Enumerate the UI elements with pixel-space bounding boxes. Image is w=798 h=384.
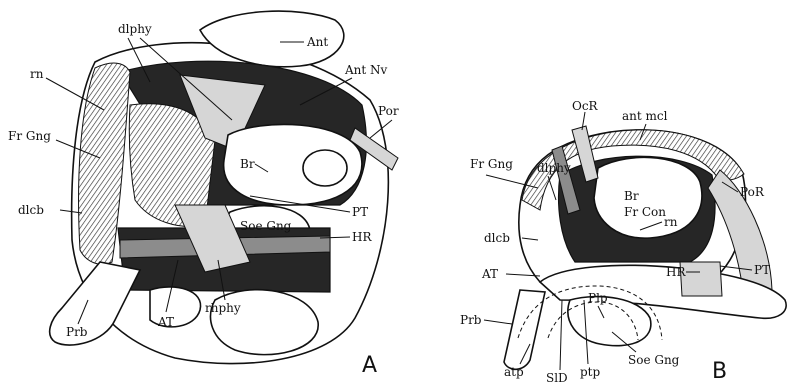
label-dlphy-a: dlphy [118, 22, 152, 36]
label-at-a: AT [157, 315, 174, 329]
label-dlcb-a: dlcb [18, 203, 44, 217]
label-ant-nv: Ant Nv [344, 63, 388, 77]
label-at-b: AT [481, 267, 498, 281]
label-por-a: Por [378, 104, 399, 118]
panel-a-drawing: Ant dlphy rn Ant Nv Por Fr Gng Br PT Soe… [8, 11, 399, 378]
label-prb-a: Prb [66, 325, 88, 339]
panel-b-drawing: OcR ant mcl dlphy Fr Gng Br Fr Con PoR r… [460, 99, 786, 384]
panel-b-brain [594, 157, 702, 238]
label-frgng-a: Fr Gng [8, 129, 51, 143]
label-br-a: Br [240, 157, 255, 171]
label-soe-gng-a: Soe Gng [240, 219, 292, 233]
label-rn-b: rn [664, 215, 678, 229]
label-prb-b: Prb [460, 313, 482, 327]
label-dlcb-b: dlcb [484, 231, 510, 245]
panel-letter-a: A [362, 353, 377, 378]
label-ant-a: Ant [306, 35, 328, 49]
label-plp: Plp [588, 291, 608, 305]
label-rhphy: rhphy [205, 301, 241, 315]
label-frgng-b: Fr Gng [470, 157, 513, 171]
panel-b-hr-region [680, 262, 722, 296]
label-rn-a: rn [30, 67, 44, 81]
label-ant-mcl: ant mcl [622, 109, 668, 123]
label-pt-a: PT [352, 205, 368, 219]
panel-a-brain-lobe [303, 150, 347, 186]
label-pt-b: PT [754, 263, 770, 277]
label-fr-con: Fr Con [624, 205, 666, 219]
label-dlphy-b: dlphy [537, 161, 571, 175]
label-ptp: ptp [580, 365, 601, 379]
leader-prb-b [484, 320, 512, 324]
panel-letter-b: B [712, 359, 727, 384]
label-soe-gng-b: Soe Gng [628, 353, 680, 367]
label-sld: SlD [546, 371, 568, 384]
label-br-b: Br [624, 189, 639, 203]
label-ocr: OcR [572, 99, 599, 113]
leader-sld [560, 300, 562, 370]
label-hr-b: HR [666, 265, 686, 279]
label-hr-a: HR [352, 230, 372, 244]
label-por-b: PoR [740, 185, 765, 199]
label-atp: atp [504, 365, 524, 379]
panel-b-proboscis [504, 290, 545, 369]
